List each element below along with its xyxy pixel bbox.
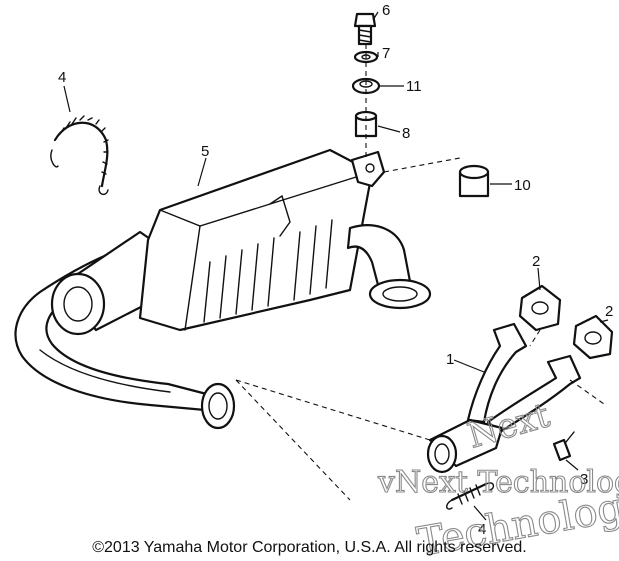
bolt-7 — [353, 12, 377, 46]
watermark-line1: vNext Technolog — [377, 465, 619, 500]
callout-8: 7 — [382, 45, 390, 62]
callout-1: 1 — [446, 351, 454, 368]
bolt-3 — [552, 431, 575, 462]
spring-6 — [50, 115, 109, 196]
gasket-2a — [518, 284, 562, 332]
callout-4: 4 — [478, 521, 486, 538]
rubber-10 — [458, 164, 490, 198]
collar-9 — [354, 110, 378, 138]
callout-3: 3 — [580, 471, 588, 488]
leader-lines — [63, 11, 609, 521]
muffler — [138, 148, 386, 332]
callout-10: 10 — [514, 177, 531, 194]
assembly-lines — [235, 44, 605, 501]
gasket-2b — [572, 314, 614, 360]
pipe-outlet — [200, 382, 236, 430]
callout-6: 4 — [58, 69, 66, 86]
callout-7: 6 — [382, 2, 390, 19]
spring-4 — [446, 482, 495, 510]
callout-11: 11 — [406, 78, 422, 95]
tailpipe — [346, 224, 432, 310]
front-pipe-1 — [426, 322, 582, 474]
callout-2b: 2 — [605, 303, 613, 320]
callout-2a: 2 — [532, 253, 540, 270]
copyright-notice: ©2013 Yamaha Motor Corporation, U.S.A. A… — [92, 539, 527, 556]
callout-9: 8 — [402, 125, 410, 142]
callout-5: 5 — [201, 143, 209, 160]
